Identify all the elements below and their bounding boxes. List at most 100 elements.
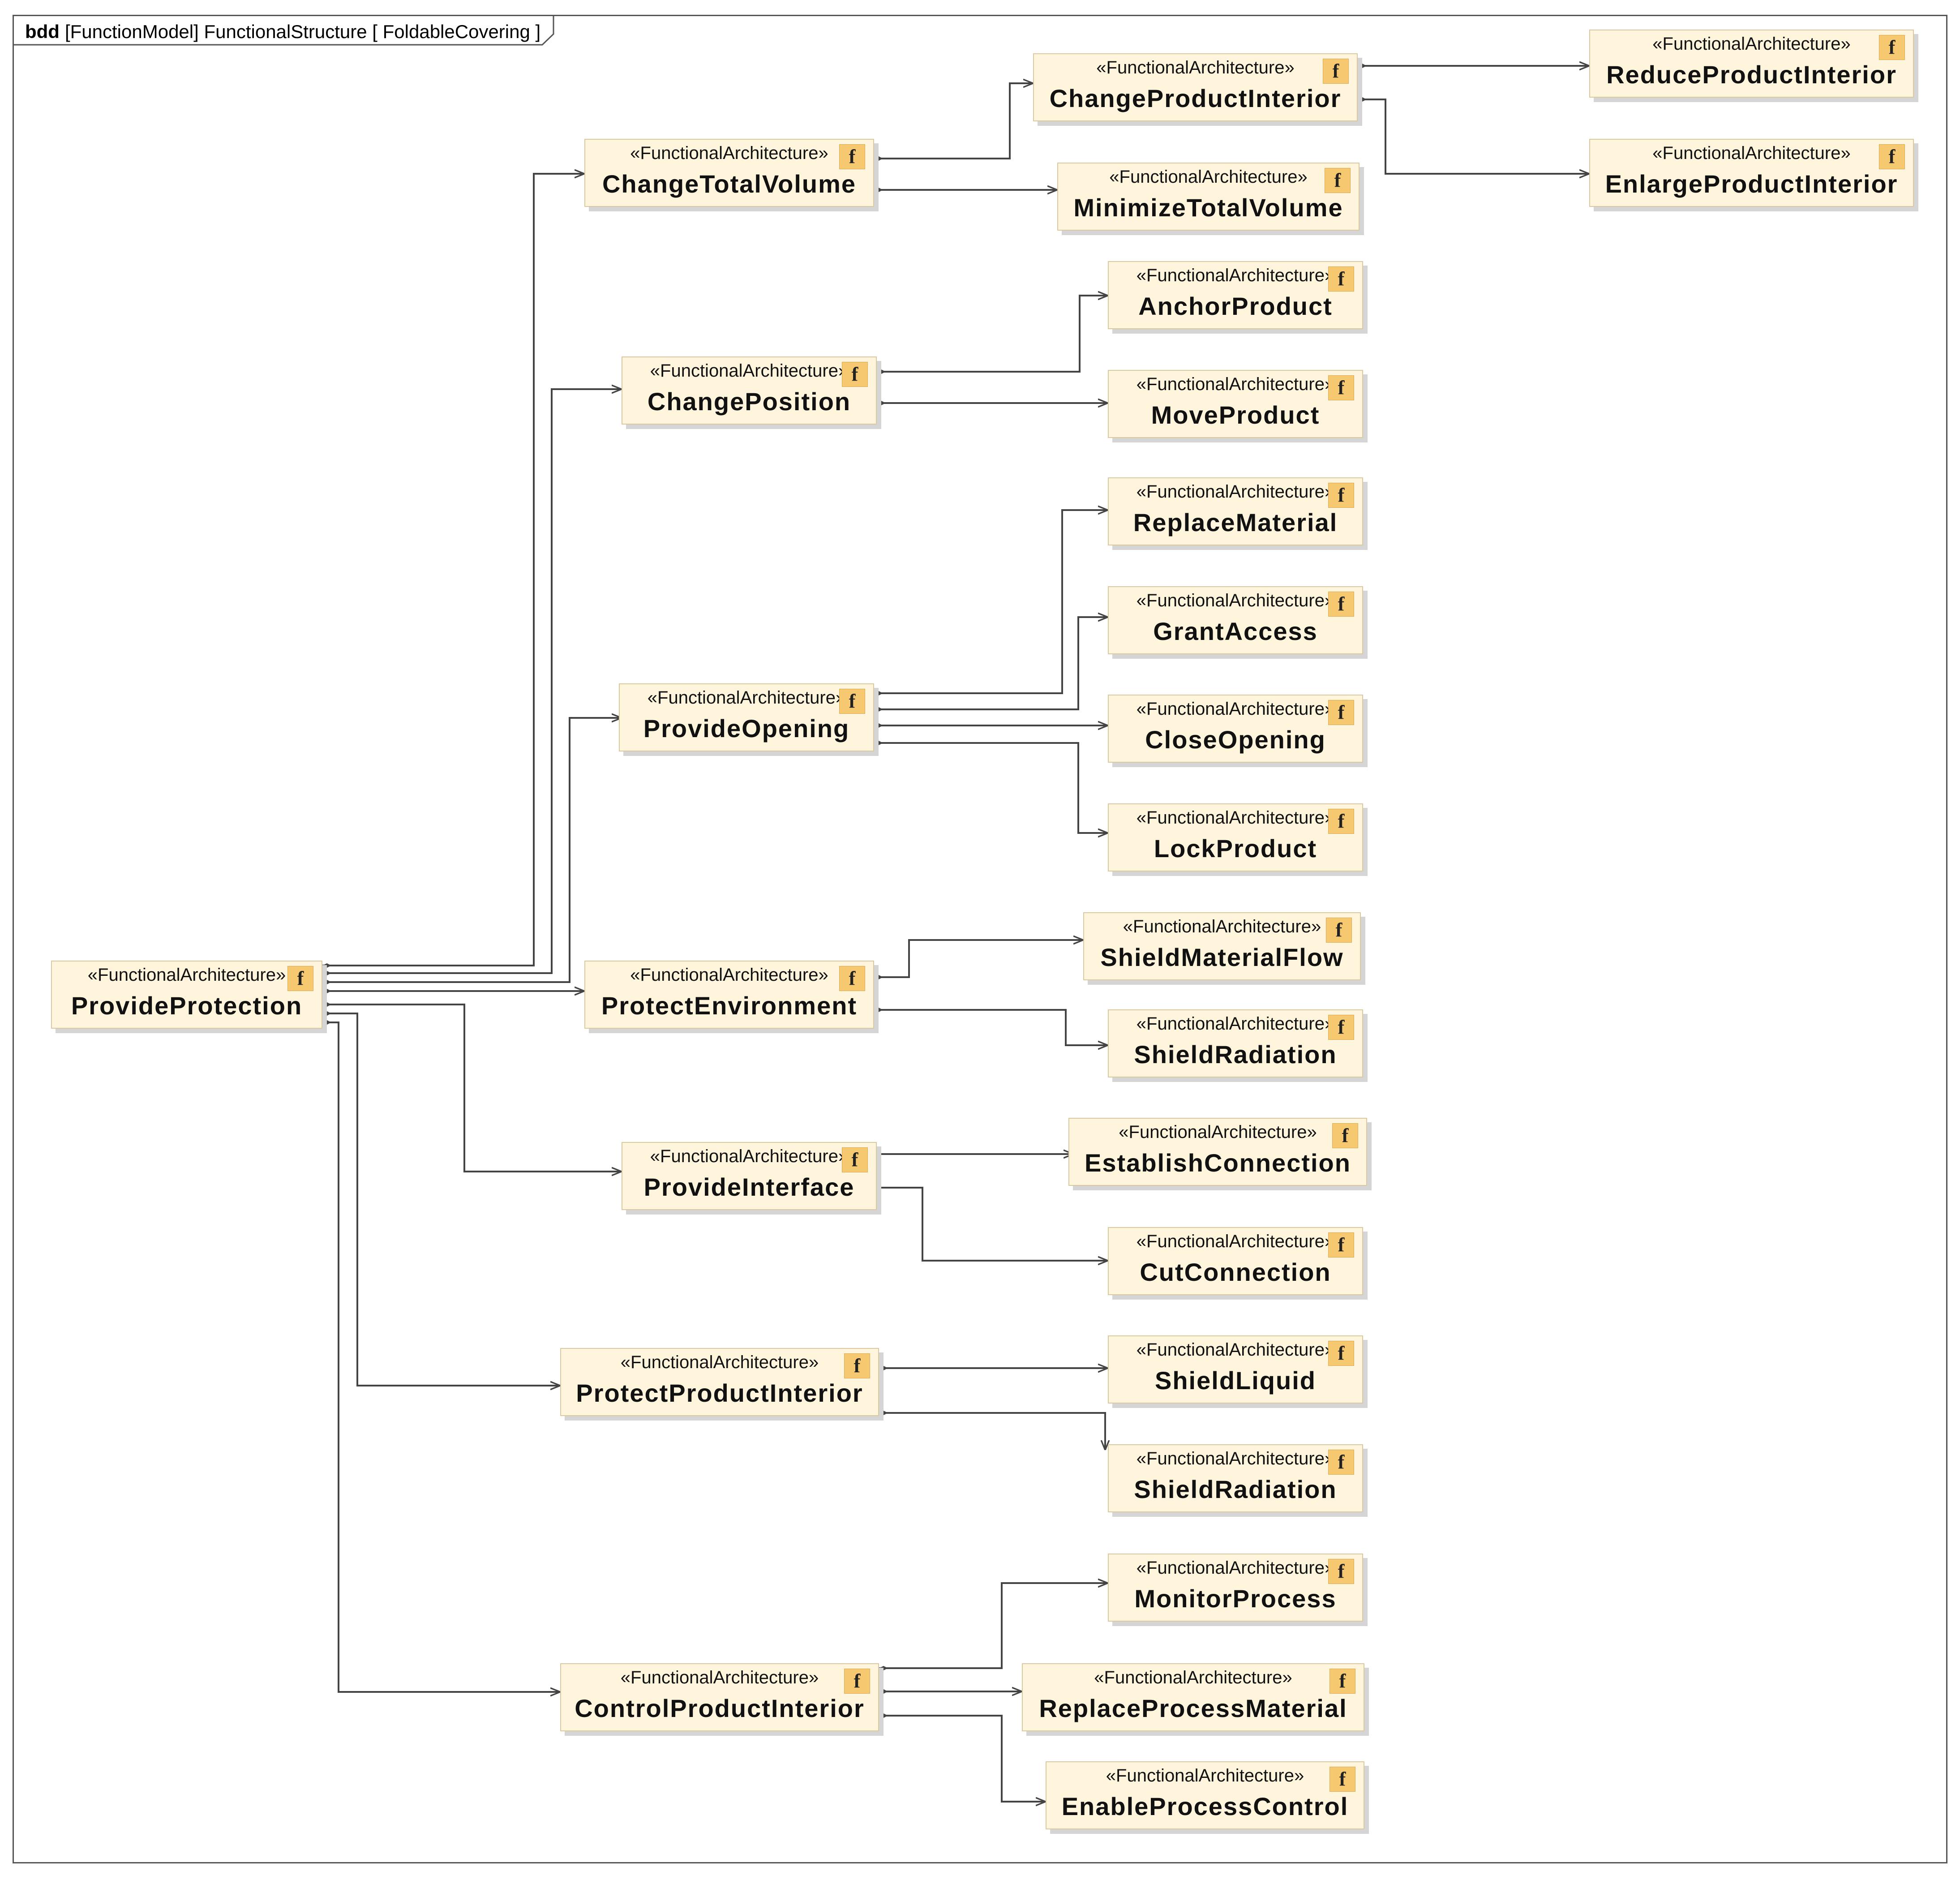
block-shield-radiation-interior[interactable]: «FunctionalArchitecture» f ShieldRadiati… (1108, 1444, 1363, 1512)
block-replace-material[interactable]: «FunctionalArchitecture» f ReplaceMateri… (1108, 477, 1363, 545)
stereotype-label: «FunctionalArchitecture» (1136, 591, 1335, 610)
block-name: MinimizeTotalVolume (1073, 193, 1343, 222)
function-icon: f (839, 144, 865, 169)
stereotype-label: «FunctionalArchitecture» (1119, 1122, 1317, 1142)
block-monitor-process[interactable]: «FunctionalArchitecture» f MonitorProces… (1108, 1554, 1363, 1622)
block-name: ChangePosition (647, 387, 851, 416)
block-name: MoveProduct (1151, 401, 1320, 429)
function-icon: f (842, 362, 868, 387)
stereotype-label: «FunctionalArchitecture» (1652, 143, 1851, 163)
block-name: ChangeProductInterior (1049, 84, 1342, 112)
edge-protectenvironment-shieldmaterialflow (874, 940, 1083, 977)
block-name: ReplaceProcessMaterial (1039, 1694, 1347, 1722)
stereotype-label: «FunctionalArchitecture» (1094, 1668, 1292, 1687)
edge-changetotalvolume-changeproductinterior (874, 83, 1033, 159)
block-provide-opening[interactable]: «FunctionalArchitecture» f ProvideOpenin… (619, 683, 874, 751)
edge-protectenvironment-shieldradiation (874, 1010, 1108, 1045)
function-icon: f (1323, 59, 1349, 84)
edge-provideopening-grantaccess (874, 617, 1108, 709)
function-icon: f (1328, 1232, 1354, 1258)
block-change-position[interactable]: «FunctionalArchitecture» f ChangePositio… (622, 356, 877, 425)
block-replace-process-material[interactable]: «FunctionalArchitecture» f ReplaceProces… (1022, 1663, 1364, 1731)
function-icon: f (1330, 1767, 1355, 1792)
edge-provideinterface-cutconnection (874, 1188, 1108, 1261)
function-icon: f (1328, 809, 1354, 834)
block-move-product[interactable]: «FunctionalArchitecture» f MoveProduct (1108, 370, 1363, 438)
block-name: AnchorProduct (1138, 292, 1333, 320)
block-provide-protection[interactable]: «FunctionalArchitecture» f ProvideProtec… (51, 961, 322, 1029)
stereotype-label: «FunctionalArchitecture» (1123, 917, 1321, 936)
block-name: ShieldLiquid (1155, 1366, 1316, 1395)
block-change-product-interior[interactable]: «FunctionalArchitecture» f ChangeProduct… (1033, 53, 1358, 121)
block-enable-process-control[interactable]: «FunctionalArchitecture» f EnableProcess… (1046, 1761, 1364, 1829)
block-enlarge-product-interior[interactable]: «FunctionalArchitecture» f EnlargeProduc… (1589, 139, 1914, 207)
block-change-total-volume[interactable]: «FunctionalArchitecture» f ChangeTotalVo… (584, 139, 874, 207)
stereotype-label: «FunctionalArchitecture» (630, 143, 828, 163)
function-icon: f (844, 1353, 870, 1378)
block-shield-material-flow[interactable]: «FunctionalArchitecture» f ShieldMateria… (1083, 912, 1361, 980)
function-icon: f (839, 689, 865, 714)
block-establish-connection[interactable]: «FunctionalArchitecture» f EstablishConn… (1068, 1118, 1367, 1186)
edge-provideprotection-protectproductinterior (322, 1013, 560, 1386)
block-name: ProtectEnvironment (601, 992, 858, 1020)
function-icon: f (1328, 700, 1354, 725)
edge-provideprotection-controlproductinterior (322, 1022, 560, 1692)
block-provide-interface[interactable]: «FunctionalArchitecture» f ProvideInterf… (622, 1142, 877, 1210)
block-close-opening[interactable]: «FunctionalArchitecture» f CloseOpening (1108, 695, 1363, 763)
function-icon: f (839, 966, 865, 991)
function-icon: f (287, 966, 313, 991)
block-cut-connection[interactable]: «FunctionalArchitecture» f CutConnection (1108, 1227, 1363, 1295)
stereotype-label: «FunctionalArchitecture» (1136, 1449, 1335, 1468)
function-icon: f (1330, 1669, 1355, 1694)
frame-header: bdd[FunctionModel] FunctionalStructure [… (14, 16, 555, 46)
stereotype-label: «FunctionalArchitecture» (1136, 1014, 1335, 1034)
block-shield-radiation[interactable]: «FunctionalArchitecture» f ShieldRadiati… (1108, 1009, 1363, 1077)
block-name: GrantAccess (1153, 617, 1318, 645)
edge-protectproductinterior-shieldradiation (879, 1413, 1105, 1450)
block-control-product-interior[interactable]: «FunctionalArchitecture» f ControlProduc… (560, 1663, 879, 1731)
stereotype-label: «FunctionalArchitecture» (620, 1352, 819, 1372)
function-icon: f (1328, 375, 1354, 400)
block-protect-environment[interactable]: «FunctionalArchitecture» f ProtectEnviro… (584, 961, 874, 1029)
block-name: ReduceProductInterior (1606, 60, 1897, 89)
diagram-frame: bdd[FunctionModel] FunctionalStructure [… (13, 15, 1947, 1863)
diagram-kind: bdd (25, 21, 60, 42)
block-name: CloseOpening (1145, 725, 1326, 754)
frame-header-tab (14, 16, 554, 46)
edge-provideopening-lockproduct (874, 743, 1108, 833)
block-anchor-product[interactable]: «FunctionalArchitecture» f AnchorProduct (1108, 261, 1363, 329)
diagram-name: [FunctionModel] FunctionalStructure [ Fo… (64, 21, 541, 42)
block-lock-product[interactable]: «FunctionalArchitecture» f LockProduct (1108, 803, 1363, 871)
function-icon: f (1332, 1123, 1358, 1148)
stereotype-label: «FunctionalArchitecture» (1136, 374, 1335, 394)
stereotype-label: «FunctionalArchitecture» (630, 965, 828, 985)
block-protect-product-interior[interactable]: «FunctionalArchitecture» f ProtectProduc… (560, 1348, 879, 1416)
block-grant-access[interactable]: «FunctionalArchitecture» f GrantAccess (1108, 586, 1363, 654)
block-reduce-product-interior[interactable]: «FunctionalArchitecture» f ReduceProduct… (1589, 30, 1914, 98)
block-name: EnlargeProductInterior (1605, 170, 1898, 198)
frame-title: bdd[FunctionModel] FunctionalStructure [… (25, 21, 540, 43)
function-icon: f (1328, 592, 1354, 617)
stereotype-label: «FunctionalArchitecture» (1136, 266, 1335, 285)
block-name: EnableProcessControl (1061, 1792, 1349, 1820)
block-name: ControlProductInterior (575, 1694, 865, 1722)
block-name: ShieldRadiation (1134, 1040, 1337, 1069)
edge-changeposition-anchorproduct (877, 296, 1108, 372)
function-icon: f (844, 1669, 870, 1694)
function-icon: f (1328, 483, 1354, 508)
stereotype-label: «FunctionalArchitecture» (620, 1668, 819, 1687)
stereotype-label: «FunctionalArchitecture» (650, 1146, 849, 1166)
edge-provideprotection-provideinterface (322, 1004, 622, 1172)
block-name: ProvideProtection (71, 992, 303, 1020)
stereotype-label: «FunctionalArchitecture» (87, 965, 286, 985)
stereotype-label: «FunctionalArchitecture» (1136, 1340, 1335, 1360)
block-name: EstablishConnection (1085, 1149, 1351, 1177)
block-minimize-total-volume[interactable]: «FunctionalArchitecture» f MinimizeTotal… (1057, 163, 1360, 231)
edge-provideprotection-provideopening (322, 718, 622, 982)
block-name: ProvideOpening (643, 714, 850, 743)
stereotype-label: «FunctionalArchitecture» (647, 688, 846, 708)
stereotype-label: «FunctionalArchitecture» (1136, 1558, 1335, 1578)
block-shield-liquid[interactable]: «FunctionalArchitecture» f ShieldLiquid (1108, 1335, 1363, 1404)
function-icon: f (842, 1147, 868, 1172)
